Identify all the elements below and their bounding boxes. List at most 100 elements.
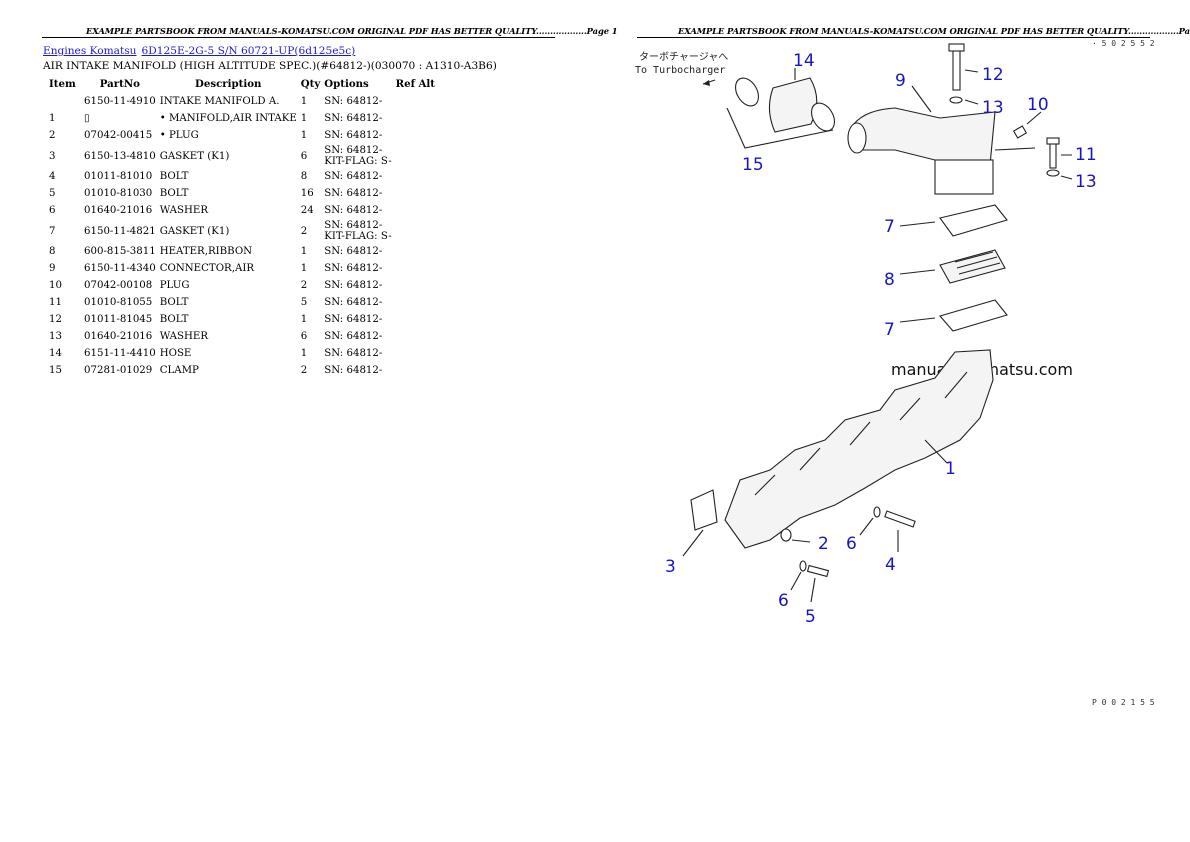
cell-partno-text: 01010-81030 xyxy=(84,188,153,199)
parts-table: Item PartNo Description Qty Options Ref … xyxy=(43,76,438,379)
cell-options-text: SN: 64812- xyxy=(324,96,383,107)
gasket-7-upper-part xyxy=(939,204,1008,237)
cell-options: SN: 64812- xyxy=(322,345,393,362)
cell-item-text: 3 xyxy=(49,150,56,162)
exploded-parts-diagram: · 5 0 2 5 5 2 ターボチャージャへ To Turbocharger xyxy=(635,39,1155,707)
breadcrumb-link-engines[interactable]: Engines Komatsu xyxy=(43,45,137,57)
bolt-5-part xyxy=(806,564,830,578)
cell-description-text: PLUG xyxy=(159,280,190,291)
cell-partno: 07281-01029 xyxy=(82,362,158,379)
cell-item: 15 xyxy=(43,362,82,379)
cell-description: PLUG xyxy=(158,277,299,294)
cell-options: SN: 64812- xyxy=(322,277,393,294)
cell-partno-text: 07042-00415 xyxy=(84,130,153,141)
column-header-description: Description xyxy=(195,78,262,90)
cell-description-text: HEATER,RIBBON xyxy=(159,246,253,257)
cell-qty: 2 xyxy=(299,219,323,243)
drawing-code-bottom: P 0 0 2 1 5 5 xyxy=(1092,698,1155,707)
cell-description: • PLUG xyxy=(158,127,299,144)
gasket-heater-stack xyxy=(899,204,1008,332)
callout-13: 13 xyxy=(982,98,1004,118)
cell-partno: 01640-21016 xyxy=(82,202,158,219)
clamp-hose-group xyxy=(726,68,836,149)
cell-description-text: GASKET (K1) xyxy=(159,225,230,237)
leader-10 xyxy=(1026,111,1042,125)
cell-ref-alt xyxy=(394,219,438,243)
cell-item: 6 xyxy=(43,202,82,219)
cell-partno: 01011-81045 xyxy=(82,311,158,328)
callout-6: 6 xyxy=(846,534,857,554)
cell-qty: 1 xyxy=(299,243,323,260)
header-divider xyxy=(42,37,555,38)
cell-description-text: WASHER xyxy=(159,331,208,342)
callout-8: 8 xyxy=(884,270,895,290)
cell-ref-alt xyxy=(394,202,438,219)
cell-item: 3 xyxy=(43,144,82,168)
cell-description: BOLT xyxy=(158,294,299,311)
cell-ref-alt xyxy=(394,328,438,345)
connector-bolt-line xyxy=(994,147,1036,151)
cell-qty-text: 16 xyxy=(300,188,314,199)
cell-options-text: SN: 64812- xyxy=(324,188,383,199)
cell-options-text: SN: 64812- xyxy=(324,171,383,182)
header-divider xyxy=(637,37,1150,38)
leader-4-6 xyxy=(859,517,899,552)
column-header-options: Options xyxy=(324,78,369,90)
cell-qty: 1 xyxy=(299,345,323,362)
cell-description: CONNECTOR,AIR xyxy=(158,260,299,277)
cell-partno-text: 07042-00108 xyxy=(84,280,153,291)
cell-item: 1 xyxy=(43,110,82,127)
cell-qty: 1 xyxy=(299,311,323,328)
cell-description-text: GASKET (K1) xyxy=(159,150,230,162)
cell-item-text: 4 xyxy=(49,171,56,182)
cell-partno-text: 6150-11-4340 xyxy=(84,263,156,274)
cell-item-text: 2 xyxy=(49,130,56,141)
cell-kit-flag: KIT-FLAG: S- xyxy=(324,231,392,242)
cell-options: SN: 64812- xyxy=(322,311,393,328)
cell-qty-text: 6 xyxy=(300,331,308,342)
leader-9 xyxy=(911,85,932,113)
breadcrumb-link-model[interactable]: 6D125E-2G-5 S/N 60721-UP(6d125e5c) xyxy=(141,45,356,57)
gasket-3-part xyxy=(690,489,718,531)
cell-options-text: SN: 64812- xyxy=(324,145,383,156)
cell-description-text: CLAMP xyxy=(159,365,199,376)
cell-options-text: SN: 64812- xyxy=(324,314,383,325)
manifold-part xyxy=(724,349,994,549)
cell-description-text: • PLUG xyxy=(159,130,199,141)
cell-qty: 6 xyxy=(299,144,323,168)
cell-description-text: BOLT xyxy=(159,314,189,325)
cell-partno: 01011-81010 xyxy=(82,168,158,185)
cell-item-text: 10 xyxy=(49,280,62,291)
callout-13: 13 xyxy=(1075,172,1097,192)
cell-options: SN: 64812-KIT-FLAG: S- xyxy=(322,219,393,243)
cell-partno-text: 01011-81010 xyxy=(84,171,153,182)
cell-ref-alt xyxy=(394,110,438,127)
washer-6-lower-part xyxy=(799,560,807,572)
callout-bracket-15 xyxy=(726,107,834,149)
cell-qty-text: 1 xyxy=(300,314,308,325)
cell-qty-text: 1 xyxy=(300,348,308,359)
cell-ref-alt xyxy=(394,294,438,311)
heater-ribbons xyxy=(954,251,1001,275)
leader-5-6 xyxy=(790,571,816,603)
cell-options-text: SN: 64812- xyxy=(324,331,383,342)
cell-qty: 1 xyxy=(299,93,323,110)
cell-partno-text: 600-815-3811 xyxy=(84,246,156,257)
cell-options-text: SN: 64812- xyxy=(324,246,383,257)
cell-partno: 6151-11-4410 xyxy=(82,345,158,362)
cell-ref-alt xyxy=(394,362,438,379)
cell-item-text: 6 xyxy=(49,205,56,216)
cell-ref-alt xyxy=(394,260,438,277)
page-title: AIR INTAKE MANIFOLD (HIGH ALTITUDE SPEC.… xyxy=(43,60,497,72)
cell-qty: 16 xyxy=(299,185,323,202)
cell-description-text: INTAKE MANIFOLD A. xyxy=(159,96,280,107)
cell-options: SN: 64812- xyxy=(322,110,393,127)
cell-item: 7 xyxy=(43,219,82,243)
table-header-row: Item PartNo Description Qty Options Ref … xyxy=(43,76,438,93)
cell-qty-text: 5 xyxy=(300,297,308,308)
